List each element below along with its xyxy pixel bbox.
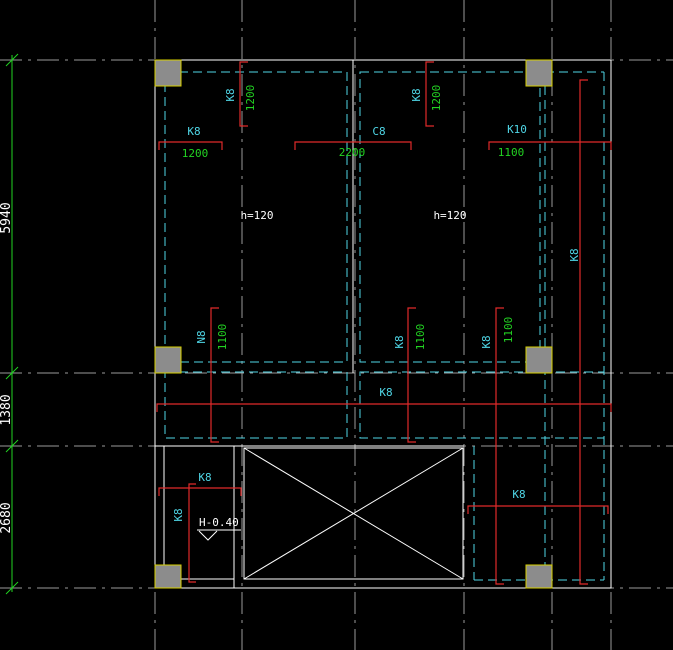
label-top-left-len: 1200 — [244, 85, 257, 112]
slab-outline-right — [359, 71, 541, 363]
rebar-low-left — [210, 307, 219, 443]
column — [525, 564, 553, 589]
level-marker: H-0.40 — [197, 516, 241, 541]
dimension-chain — [5, 53, 19, 595]
column — [154, 564, 182, 589]
rebar-mid-left — [158, 141, 223, 150]
rebar-mid-right — [488, 141, 612, 150]
opening-outline — [243, 447, 464, 580]
label-top-right-len: 1200 — [430, 85, 443, 112]
slab-outline-left — [164, 71, 348, 363]
rebar-bottom-left-h — [158, 487, 242, 496]
label-low-left-bar: N8 — [195, 330, 208, 343]
label-low-mid-bar: K8 — [393, 335, 406, 348]
label-bottom-right-bar: K8 — [512, 488, 525, 501]
rebar-right-long — [579, 79, 588, 585]
rebar-lines — [156, 61, 612, 585]
label-mid-left-bar: K8 — [187, 125, 200, 138]
rebar-top-left — [239, 61, 248, 127]
label-low-mid-len: 1100 — [414, 324, 427, 351]
dimension-top: 5940 — [0, 202, 14, 233]
label-top-right-bar: K8 — [410, 88, 423, 101]
dimension-tick — [5, 439, 19, 453]
beam-outlines — [164, 71, 605, 581]
rebar-bottom-right — [467, 505, 609, 514]
wall-outlines — [154, 59, 612, 589]
slab-thickness-left: h=120 — [240, 209, 273, 222]
rebar-bottom-left-v — [188, 483, 196, 583]
rebar-corridor — [156, 403, 612, 412]
label-right-long-bar: K8 — [568, 248, 581, 261]
stair-level-label: H-0.40 — [199, 516, 239, 529]
label-bottom-left-v-bar: K8 — [172, 508, 185, 521]
label-corridor-bar: K8 — [379, 386, 392, 399]
label-mid-center-len: 2200 — [339, 146, 366, 159]
dimension-tick — [5, 53, 19, 67]
dimension-middle: 1380 — [0, 394, 14, 425]
opening-cross — [243, 447, 464, 580]
label-low-right-len: 1100 — [502, 317, 515, 344]
rebar-low-mid — [407, 307, 416, 443]
column — [525, 346, 553, 374]
label-mid-left-len: 1200 — [182, 147, 209, 160]
corridor-outline-left — [164, 371, 348, 439]
label-low-left-len: 1100 — [216, 324, 229, 351]
level-marker-triangle — [198, 530, 218, 541]
dimension-bottom: 2680 — [0, 502, 14, 533]
label-mid-center-bar: C8 — [372, 125, 385, 138]
label-top-left-bar: K8 — [224, 88, 237, 101]
label-mid-right-len: 1100 — [498, 146, 525, 159]
shaft-opening — [243, 447, 464, 580]
building-outline — [154, 59, 612, 589]
label-low-right-bar: K8 — [480, 335, 493, 348]
column — [154, 59, 182, 87]
rebar-labels: K8 1200 K8 1200 K8 1200 C8 2200 K10 1100… — [172, 85, 581, 522]
dimension-tick — [5, 581, 19, 595]
column — [525, 59, 553, 87]
rebar-mid-center — [294, 141, 412, 150]
label-mid-right-bar: K10 — [507, 123, 527, 136]
column — [154, 346, 182, 374]
columns — [154, 59, 553, 589]
dimension-tick — [5, 366, 19, 380]
label-bottom-left-h-bar: K8 — [198, 471, 211, 484]
slab-thickness-right: h=120 — [433, 209, 466, 222]
rebar-top-right — [425, 61, 434, 127]
corridor-outline-right — [359, 371, 605, 439]
rebar-low-right — [495, 307, 504, 585]
